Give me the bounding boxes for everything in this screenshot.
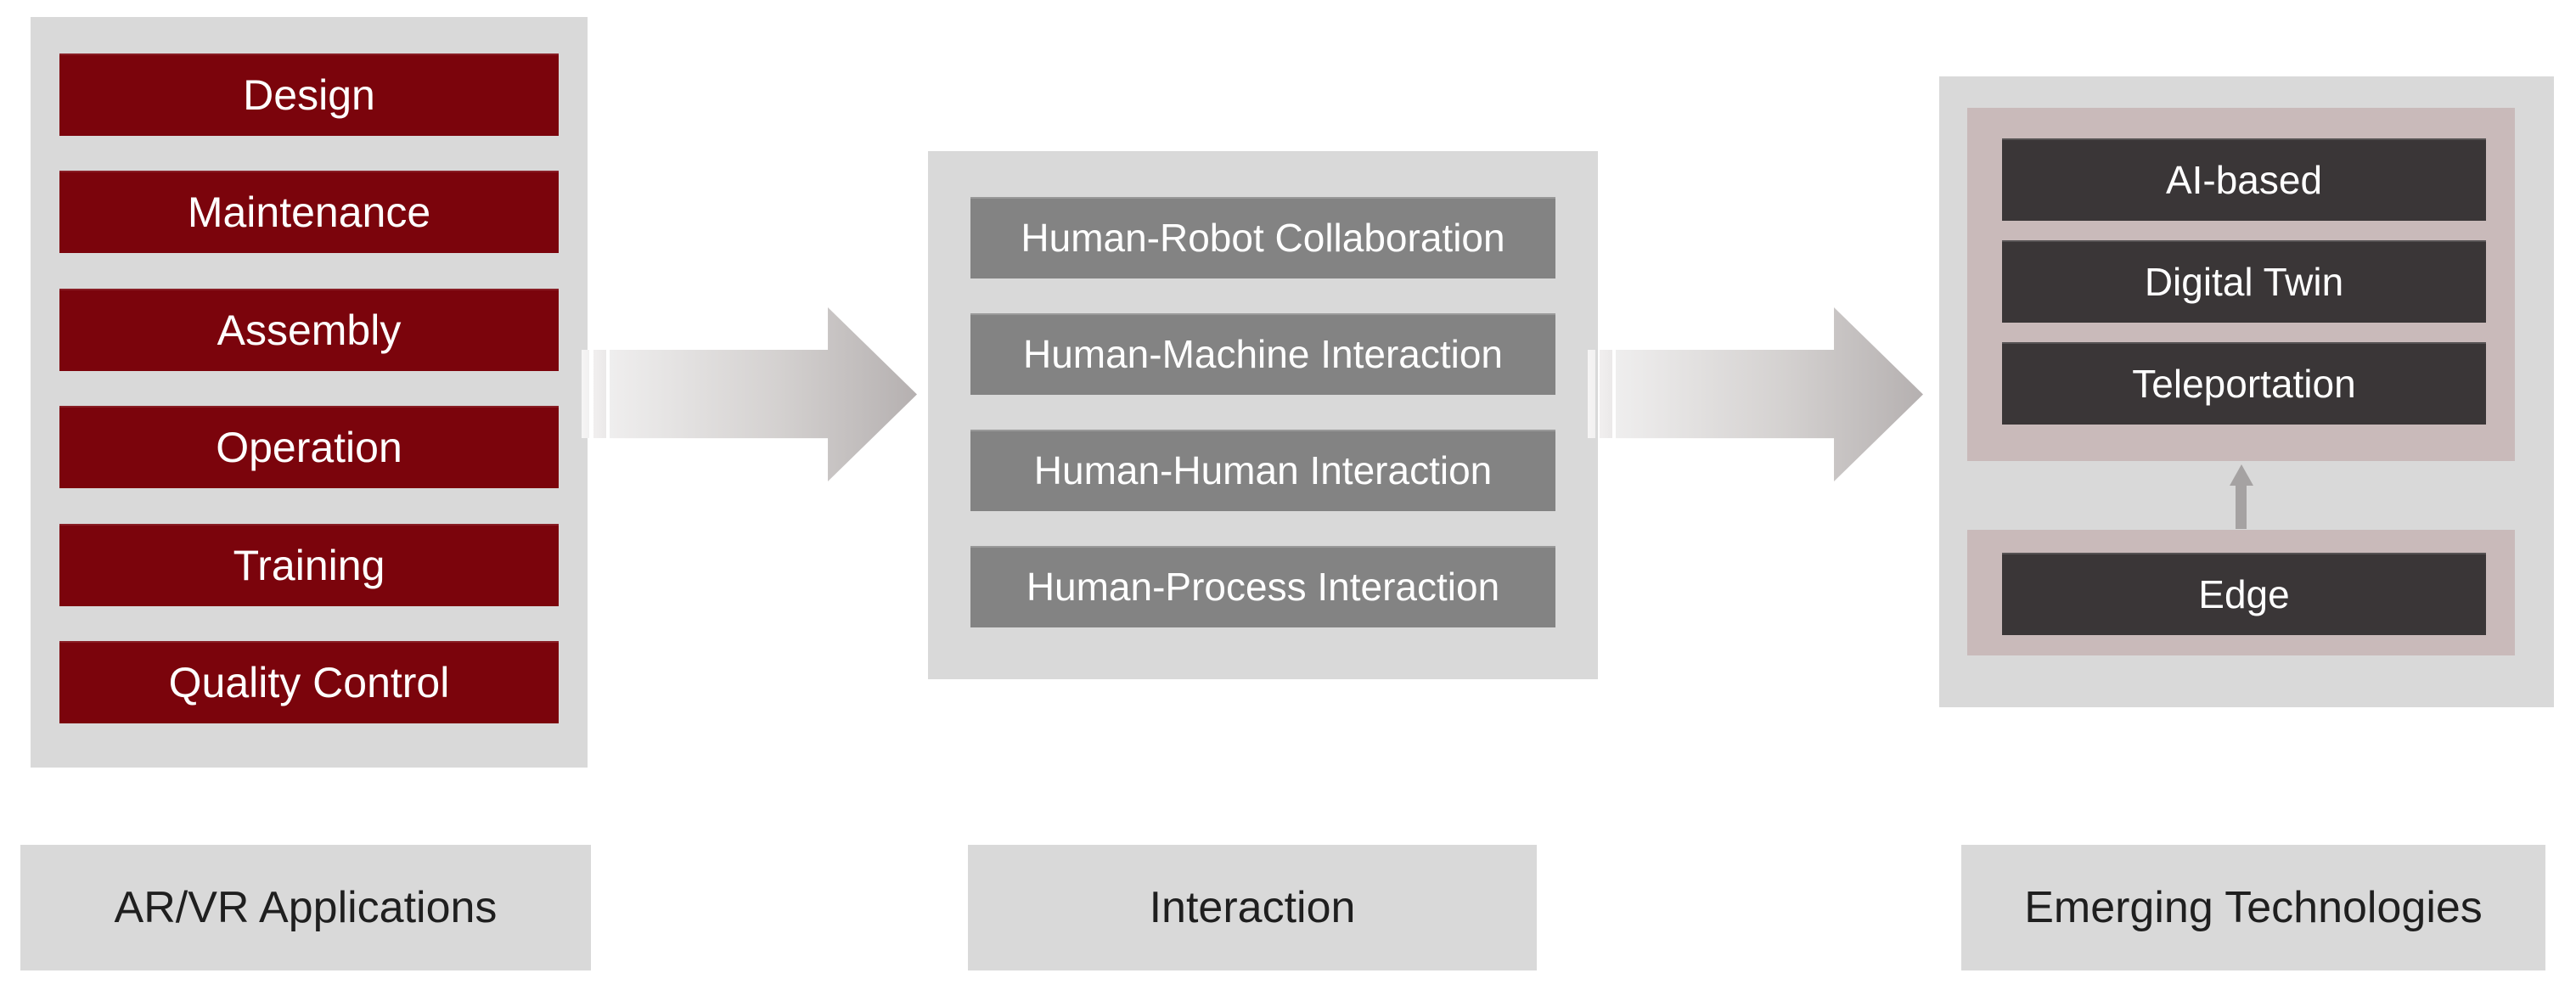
arvr-item-operation: Operation [59, 406, 559, 488]
arrow1-stripe-thin [582, 350, 589, 438]
interaction-item-human-robot: Human-Robot Collaboration [970, 197, 1555, 278]
arvr-item-design: Design [59, 53, 559, 136]
interaction-item-human-machine: Human-Machine Interaction [970, 313, 1555, 395]
interaction-item-human-process: Human-Process Interaction [970, 546, 1555, 627]
arrow2-body [1616, 307, 1923, 481]
arrow2-stripe-wide [1600, 350, 1612, 438]
arvr-applications-label: AR/VR Applications [20, 845, 591, 970]
arrow1-body [610, 307, 917, 481]
emerging-item-ai-based: AI-based [2002, 138, 2486, 221]
arrow2-stripe-thin [1588, 350, 1595, 438]
emerging-item-edge: Edge [2002, 553, 2486, 635]
up-arrow-shaft [2236, 485, 2247, 529]
arvr-item-training: Training [59, 524, 559, 606]
arvr-item-quality-control: Quality Control [59, 641, 559, 723]
interaction-item-human-human: Human-Human Interaction [970, 430, 1555, 511]
arrow1-stripe-wide [593, 350, 606, 438]
interaction-label: Interaction [968, 845, 1537, 970]
arvr-item-assembly: Assembly [59, 289, 559, 371]
emerging-item-teleportation: Teleportation [2002, 342, 2486, 425]
emerging-item-digital-twin: Digital Twin [2002, 240, 2486, 323]
emerging-technologies-label: Emerging Technologies [1961, 845, 2545, 970]
arvr-item-maintenance: Maintenance [59, 171, 559, 253]
